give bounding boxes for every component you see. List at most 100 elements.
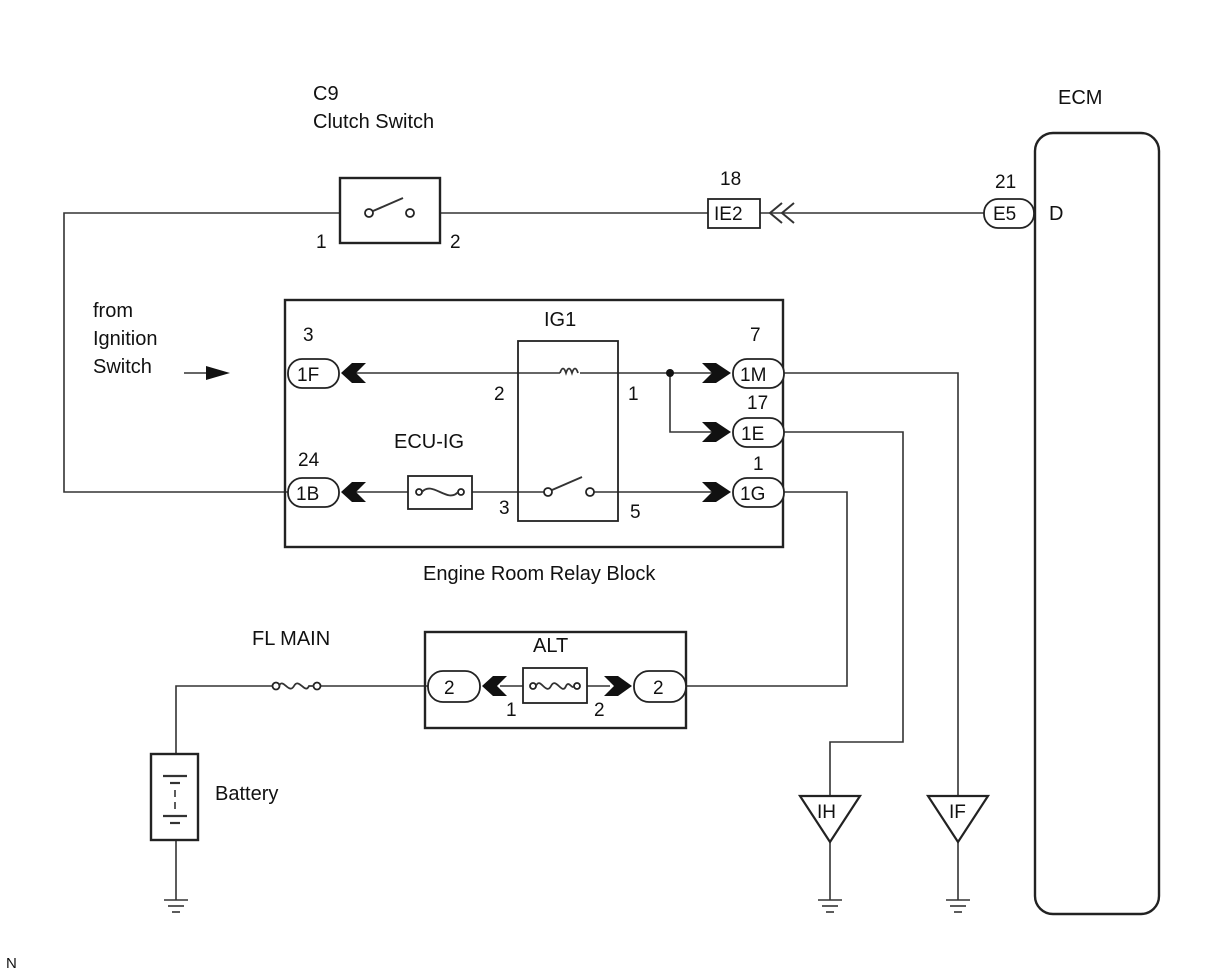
alt-pin-left: 1: [506, 700, 517, 721]
relay-pin-coil-left: 2: [494, 384, 505, 405]
relay-coil: [559, 367, 579, 376]
relay-block-name: Engine Room Relay Block: [423, 563, 656, 585]
connector-1m-terminal: [702, 363, 731, 383]
earth-symbols: [164, 899, 970, 913]
clutch-blade: [372, 197, 404, 212]
ignition-label-line2: Ignition: [93, 328, 158, 350]
alt-connector-right-label: 2: [653, 678, 664, 699]
wire-clutch-to-1b: [63, 212, 340, 493]
ground-ih-triangle: [797, 794, 863, 845]
ecu-ig-fuse-element: [421, 487, 459, 497]
connector-1e-terminal: [702, 422, 731, 442]
fl-main-end-right: [312, 681, 322, 691]
ecm-pin-number: 21: [995, 172, 1016, 193]
relay-switch-blade: [551, 476, 583, 491]
alt-connector-right: [633, 670, 687, 703]
wire-1m-to-if: [784, 372, 959, 796]
connector-1g: [732, 477, 785, 508]
relay-contact-right: [585, 487, 595, 497]
battery: Battery: [149, 752, 278, 842]
clutch-contact-left: [364, 208, 374, 218]
relay-name: IG1: [544, 309, 576, 331]
ground-if-triangle: [925, 794, 991, 845]
ie2-label: IE2: [714, 204, 743, 225]
connector-1g-pin: 1: [753, 454, 764, 475]
clutch-switch-code: C9: [313, 83, 339, 105]
ecm-connector-label: E5: [993, 204, 1016, 225]
earth-battery: [164, 899, 188, 913]
relay-pin-switch-left: 3: [499, 498, 510, 519]
alt-connector-right-terminal: [604, 676, 632, 696]
ecu-ig-fuse-end-right: [457, 488, 465, 496]
clutch-contact-right: [405, 208, 415, 218]
ie2-chevron-2: [780, 202, 795, 224]
alt-fuse-name: ALT: [533, 635, 568, 657]
ground-ih-label: IH: [817, 802, 836, 823]
earth-if: [946, 899, 970, 913]
clutch-pin-1: 1: [316, 232, 327, 253]
connector-1f: [287, 358, 340, 389]
ecu-ig-fuse-name: ECU-IG: [394, 431, 464, 453]
ground-ih: IH: [797, 794, 863, 845]
relay-contact-left: [543, 487, 553, 497]
relay-pin-coil-right: 1: [628, 384, 639, 405]
ecm-body: [1033, 131, 1161, 916]
clutch-pin-2: 2: [450, 232, 461, 253]
clutch-switch-box: [338, 176, 442, 245]
relay-block: Engine Room Relay Block IG1 2 1 3 5 ECU-…: [283, 298, 785, 585]
ecm-name: ECM: [1058, 87, 1102, 109]
alt-block: ALT 2 2 1 2: [423, 630, 688, 730]
battery-name: Battery: [215, 783, 278, 805]
ecm-connector-e5: [983, 198, 1035, 229]
fl-main-end-left: [271, 681, 281, 691]
connector-1m-pin: 7: [750, 325, 761, 346]
footer-mark: N: [6, 955, 17, 972]
ie2-pin: 18: [720, 169, 741, 190]
alt-block-frame: [423, 630, 688, 730]
fl-main-name: FL MAIN: [252, 628, 330, 650]
wire-flmain-to-battery: [175, 685, 272, 754]
clutch-switch: C9 Clutch Switch 1 2: [313, 83, 461, 253]
connector-1b: [287, 477, 340, 508]
connector-1f-terminal: [341, 363, 366, 383]
connector-1f-pin: 3: [303, 325, 314, 346]
connector-1m-label: 1M: [740, 365, 766, 386]
ground-if: IF: [925, 794, 991, 845]
fl-main-element: [278, 682, 314, 690]
relay-pin-switch-right: 5: [630, 502, 641, 523]
ignition-source: from Ignition Switch: [93, 300, 158, 378]
ecu-ig-fuse-end-left: [415, 488, 423, 496]
wire-junction-to-1e: [669, 373, 714, 433]
ie2-chevron-1: [768, 202, 783, 224]
connector-1e: [732, 417, 785, 448]
clutch-switch-name: Clutch Switch: [313, 111, 434, 133]
ecm: ECM D E5 21: [983, 87, 1161, 916]
connector-1e-pin: 17: [747, 393, 768, 414]
connector-1g-label: 1G: [740, 484, 765, 505]
ecm-terminal-label: D: [1049, 203, 1063, 225]
alt-connector-left-terminal: [482, 676, 507, 696]
junction-dot: [666, 369, 674, 377]
alt-fuse-element: [535, 682, 575, 690]
connector-1e-label: 1E: [741, 424, 764, 445]
wires: [63, 212, 984, 900]
alt-fuse-end-right: [573, 682, 581, 690]
relay-block-frame: [283, 298, 785, 549]
relay-body: [517, 340, 619, 522]
fl-main-fusible-link: FL MAIN: [252, 628, 330, 691]
ie2-connector: IE2 18: [707, 169, 795, 229]
connector-1g-terminal: [702, 482, 731, 502]
alt-connector-left-label: 2: [444, 678, 455, 699]
connector-1b-terminal: [341, 482, 366, 502]
ie2-box: [707, 198, 761, 229]
connector-1f-label: 1F: [297, 365, 319, 386]
connector-1b-label: 1B: [296, 484, 319, 505]
connector-1b-pin: 24: [298, 450, 320, 471]
ground-if-label: IF: [949, 802, 966, 823]
earth-ih: [818, 899, 842, 913]
alt-fuse-end-left: [529, 682, 537, 690]
ignition-arrow: [206, 366, 230, 380]
wire-1g-to-alt: [686, 491, 848, 687]
alt-pin-right: 2: [594, 700, 605, 721]
